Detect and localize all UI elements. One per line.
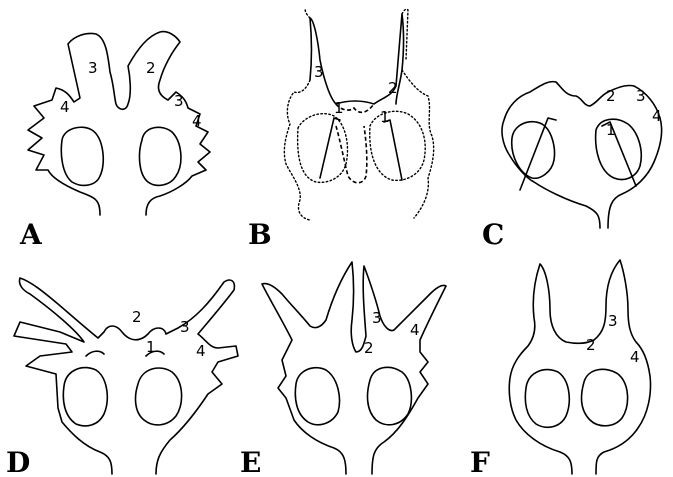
panel-d-left-fenestra (63, 368, 107, 426)
panel-c-label: 4 (652, 107, 662, 125)
panel-a-label: 3 (88, 59, 98, 77)
panel-a-label: 4 (192, 112, 202, 130)
panel-f-label: 2 (586, 336, 596, 354)
panel-f-letter: F (470, 446, 490, 477)
panel-c: 2 3 4 1 C (482, 82, 662, 251)
panel-c-label: 3 (636, 87, 646, 105)
panel-e-label: 3 (372, 309, 382, 327)
panel-a-label: 2 (146, 59, 156, 77)
panel-b-frill-dotted-outline (284, 8, 433, 220)
panel-d-frill-outline (14, 278, 238, 474)
panel-d-letter: D (6, 446, 30, 477)
panel-b-label: 1 (380, 108, 390, 126)
panel-d-left-ridge (86, 351, 104, 356)
panel-e-frill-outline (262, 262, 446, 474)
panel-b-right-strut (384, 120, 402, 180)
panel-b: 3 2 1 1 B (248, 8, 434, 251)
panel-d-label: 4 (196, 342, 206, 360)
panel-a-label: 4 (60, 98, 70, 116)
panel-a-frill-outline (28, 32, 210, 215)
panel-a-label: 3 (174, 92, 184, 110)
panel-c-left-fenestra (512, 122, 555, 179)
panel-f-frill-outline (509, 260, 650, 474)
panel-c-left-strut (520, 118, 556, 190)
panel-a-letter: A (19, 218, 43, 251)
panel-f-left-fenestra (525, 370, 569, 428)
panel-c-right-fenestra (596, 119, 642, 179)
panel-c-letter: C (482, 218, 504, 251)
panel-a: 3 2 4 3 4 A (19, 32, 210, 251)
panel-f: 3 2 4 F (470, 260, 651, 477)
panel-e-left-fenestra (295, 368, 339, 425)
panel-e: 3 4 2 E (240, 262, 446, 477)
panel-e-letter: E (240, 446, 261, 477)
panel-e-label: 4 (410, 321, 420, 339)
panel-b-label: 2 (388, 79, 398, 97)
panel-d-label: 3 (180, 318, 190, 336)
panel-b-letter: B (248, 218, 272, 251)
panel-e-right-fenestra (368, 367, 412, 424)
panel-e-label: 2 (364, 339, 374, 357)
panel-f-label: 3 (608, 312, 618, 330)
panel-c-label: 1 (606, 121, 616, 139)
panel-b-right-fenestra (370, 111, 425, 180)
panel-c-label: 2 (606, 87, 616, 105)
panel-f-right-fenestra (582, 369, 628, 425)
panel-d-right-fenestra (136, 368, 182, 425)
panel-d: 2 3 1 4 D (6, 278, 238, 477)
panel-b-label: 3 (314, 63, 324, 81)
panel-d-label: 2 (132, 308, 142, 326)
panel-f-label: 4 (630, 348, 640, 366)
panel-d-label: 1 (146, 338, 156, 356)
panel-a-right-fenestra (140, 127, 181, 185)
panel-b-label: 1 (334, 99, 344, 117)
panel-b-left-fenestra (298, 114, 348, 183)
panel-a-left-fenestra (61, 127, 103, 185)
